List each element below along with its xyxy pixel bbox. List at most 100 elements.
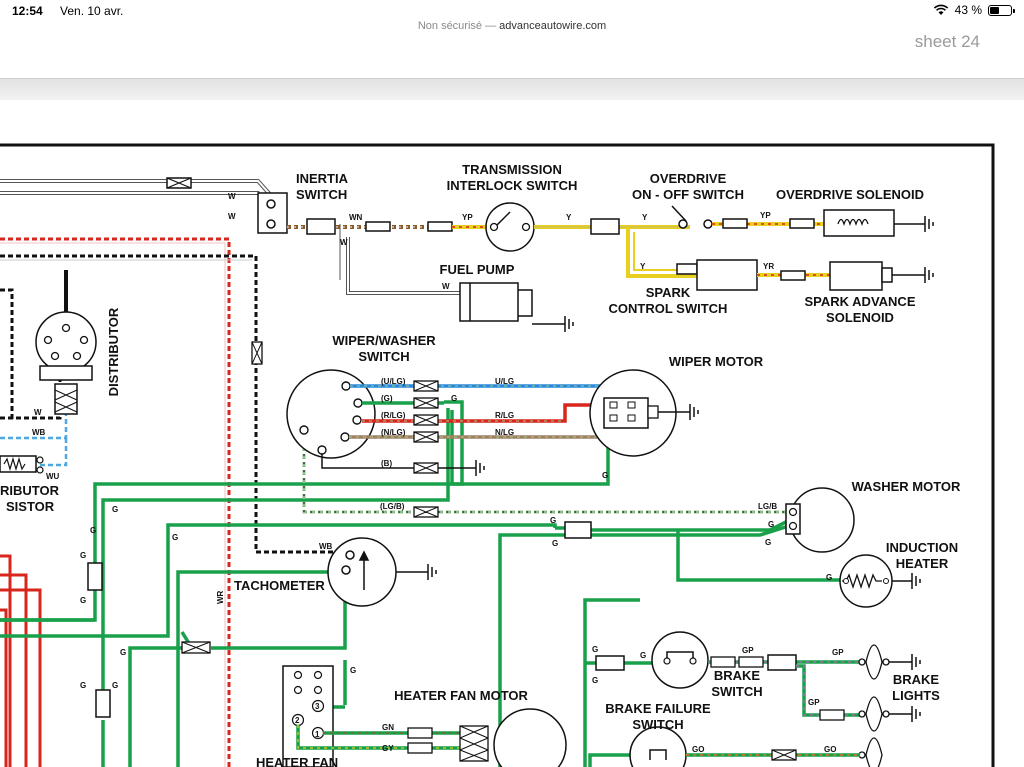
heater-fan-motor-label: HEATER FAN MOTOR	[394, 688, 528, 703]
wire-label-g-15: G	[350, 666, 356, 675]
inertia-switch-label-2: SWITCH	[296, 187, 347, 202]
induction-heater-label-2: HEATER	[896, 556, 949, 571]
wire-label-g-19: G	[640, 651, 646, 660]
wire-label-g-7: G	[90, 526, 96, 535]
wire-label-wb-2: WB	[319, 542, 333, 551]
wire-label-yr: YR	[763, 262, 774, 271]
wire-label-g-1: G	[451, 394, 457, 403]
wire-label-gn: GN	[382, 723, 394, 732]
wire-label-g-6: G	[765, 538, 771, 547]
wire-label-g-4: G	[552, 539, 558, 548]
spark-advance-label-2: SOLENOID	[826, 310, 894, 325]
heater-fan-label: HEATER FAN	[256, 755, 338, 767]
wire-label-r-lg-1: (R/LG)	[381, 411, 406, 420]
wire-label-gp-3: GP	[808, 698, 820, 707]
wiring-diagram-page: INERTIA SWITCH TRANSMISSION INTERLOCK SW…	[0, 100, 1024, 767]
wire-label-g-10: G	[80, 551, 86, 560]
spark-control-label-1: SPARK	[646, 285, 691, 300]
status-date: Ven. 10 avr.	[60, 4, 124, 18]
url-security-note: Non sécurisé —	[417, 20, 497, 32]
inertia-switch-label-1: INERTIA	[296, 171, 349, 186]
wire-label-g-13: G	[80, 681, 86, 690]
wire-label-w-3: W	[340, 238, 348, 247]
wire-label-gy: GY	[382, 744, 394, 753]
brake-switch-label-2: SWITCH	[711, 684, 762, 699]
wire-label-n-lg-1: (N/LG)	[381, 428, 406, 437]
wire-label-y-1: Y	[566, 213, 572, 222]
wire-label-yp-1: YP	[462, 213, 473, 222]
brake-lights-label-2: LIGHTS	[892, 688, 940, 703]
wire-label-n-lg-2: N/LG	[495, 428, 514, 437]
status-time: 12:54	[12, 4, 43, 18]
battery-icon	[988, 4, 1015, 16]
tachometer-label: TACHOMETER	[234, 578, 325, 593]
wire-label-num-1: 1	[315, 730, 320, 739]
transmission-label-2: INTERLOCK SWITCH	[447, 178, 578, 193]
wire-label-lg-b-paren: (LG/B)	[380, 502, 405, 511]
distributor-label: DISTRIBUTOR	[106, 307, 121, 396]
page-gap	[0, 79, 1024, 101]
wire-label-y-3: Y	[640, 262, 646, 271]
wire-label-g-11: G	[80, 596, 86, 605]
wire-label-g-14: G	[112, 681, 118, 690]
wire-label-b-paren: (B)	[381, 459, 392, 468]
transmission-label-1: TRANSMISSION	[462, 162, 562, 177]
url-bar[interactable]: Non sécurisé — advanceautowire.com	[0, 20, 1024, 32]
status-bar: 12:54 Ven. 10 avr. Non sécurisé — advanc…	[0, 0, 1024, 40]
wire-label-g-12: G	[120, 648, 126, 657]
wire-label-g-17: G	[592, 645, 598, 654]
wiper-switch-label-2: SWITCH	[358, 349, 409, 364]
wiper-switch-label-1: WIPER/WASHER	[332, 333, 436, 348]
wire-label-w-5: W	[34, 408, 42, 417]
wire-label-w-4: W	[442, 282, 450, 291]
wire-label-yp-2: YP	[760, 211, 771, 220]
wire-label-num-2: 2	[295, 716, 300, 725]
battery-percent: 43 %	[954, 3, 982, 17]
wire-label-gp-1: GP	[742, 646, 754, 655]
wire-label-wr: WR	[216, 590, 225, 604]
overdrive-switch-label-2: ON - OFF SWITCH	[632, 187, 744, 202]
induction-heater-label-1: INDUCTION	[886, 540, 958, 555]
status-indicators: 43 %	[933, 3, 1015, 17]
spark-control-label-2: CONTROL SWITCH	[609, 301, 728, 316]
wire-label-u-lg-2: U/LG	[495, 377, 514, 386]
wire-label-g-3: G	[550, 516, 556, 525]
previous-page-strip: sheet 24	[0, 32, 1024, 79]
wire-label-lg-b: LG/B	[758, 502, 777, 511]
brake-switch-label-1: BRAKE	[714, 668, 761, 683]
wire-label-g-5: G	[768, 520, 774, 529]
spark-advance-label-1: SPARK ADVANCE	[805, 294, 916, 309]
wiper-motor-label: WIPER MOTOR	[669, 354, 764, 369]
wire-label-wn: WN	[349, 213, 363, 222]
dist-resistor-label-1: RIBUTOR	[0, 483, 60, 498]
wire-label-w-1: W	[228, 192, 236, 201]
wire-label-r-lg-2: R/LG	[495, 411, 514, 420]
wifi-icon	[933, 4, 948, 15]
wire-label-num-3: 3	[315, 702, 320, 711]
wire-label-w-2: W	[228, 212, 236, 221]
wire-label-wb-1: WB	[32, 428, 46, 437]
wire-label-wu: WU	[46, 472, 60, 481]
brake-failure-label-1: BRAKE FAILURE	[605, 701, 711, 716]
wire-label-g-2: G	[602, 471, 608, 480]
wire-label-g-18: G	[592, 676, 598, 685]
wire-label-y-2: Y	[642, 213, 648, 222]
wire-label-g-9: G	[172, 533, 178, 542]
brake-failure-label-2: SWITCH	[632, 717, 683, 732]
fuel-pump-label: FUEL PUMP	[440, 262, 515, 277]
wire-label-go-1: GO	[692, 745, 704, 754]
wire-label-go-2: GO	[824, 745, 836, 754]
overdrive-switch-label-1: OVERDRIVE	[650, 171, 727, 186]
dist-resistor-label-2: SISTOR	[6, 499, 55, 514]
wiring-diagram: INERTIA SWITCH TRANSMISSION INTERLOCK SW…	[0, 143, 995, 767]
overdrive-solenoid-label: OVERDRIVE SOLENOID	[776, 187, 924, 202]
url-text: advanceautowire.com	[499, 20, 607, 32]
sheet-label: sheet 24	[914, 32, 980, 51]
wire-label-g-8: G	[112, 505, 118, 514]
brake-lights-label-1: BRAKE	[893, 672, 940, 687]
washer-motor-label: WASHER MOTOR	[852, 479, 961, 494]
wire-label-gp-2: GP	[832, 648, 844, 657]
wire-label-g-16: G	[826, 573, 832, 582]
wire-label-u-lg-1: (U/LG)	[381, 377, 406, 386]
wire-label-g-paren: (G)	[381, 394, 393, 403]
